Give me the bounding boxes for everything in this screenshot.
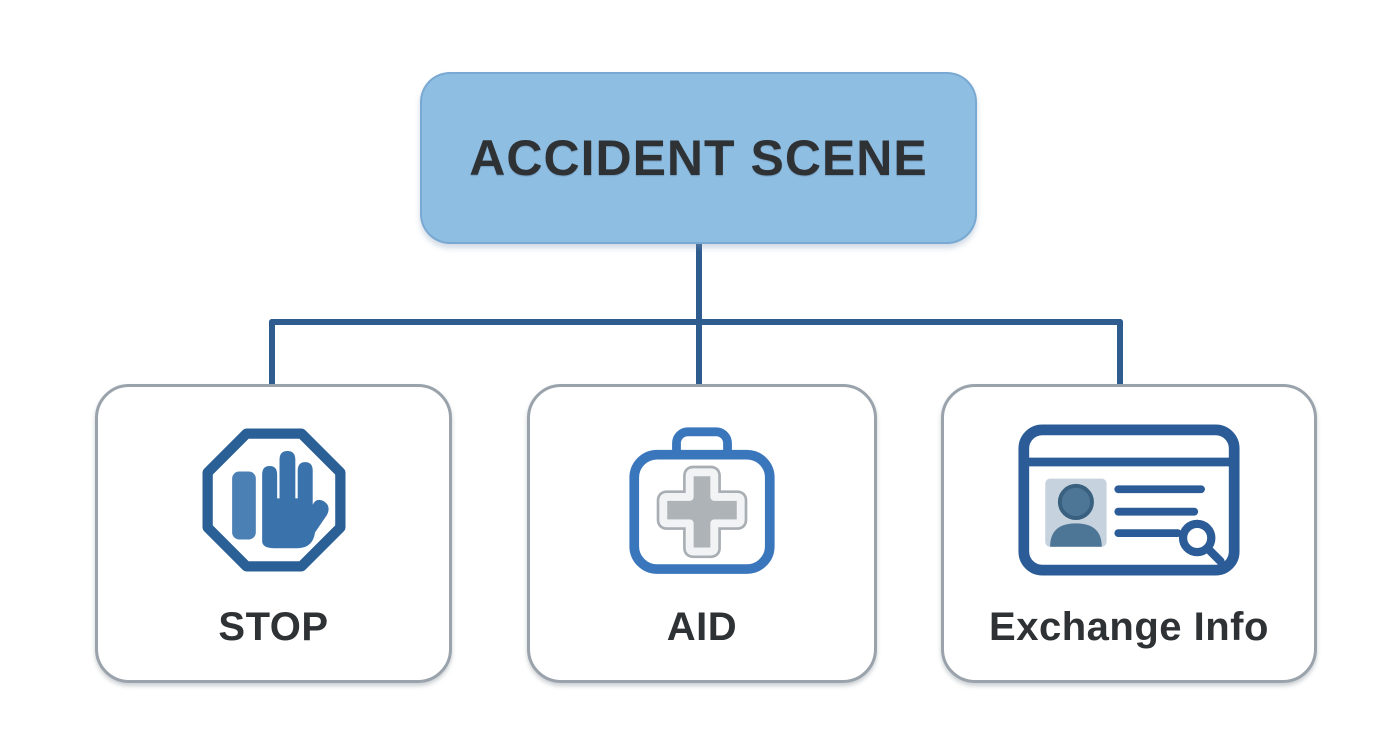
node-card-exchange-info: Exchange Info [941, 384, 1317, 683]
node-card-stop: STOP [95, 384, 452, 683]
node-card-aid: AID [527, 384, 877, 683]
node-label-stop: STOP [218, 605, 329, 649]
first-aid-kit-icon [614, 409, 790, 591]
node-label-exchange-info: Exchange Info [989, 605, 1269, 649]
root-node-label: ACCIDENT SCENE [469, 130, 928, 186]
stop-hand-octagon-icon [195, 409, 353, 591]
id-card-search-icon [1017, 409, 1241, 591]
root-node-accident-scene: ACCIDENT SCENE [420, 72, 977, 244]
node-label-aid: AID [666, 605, 738, 649]
